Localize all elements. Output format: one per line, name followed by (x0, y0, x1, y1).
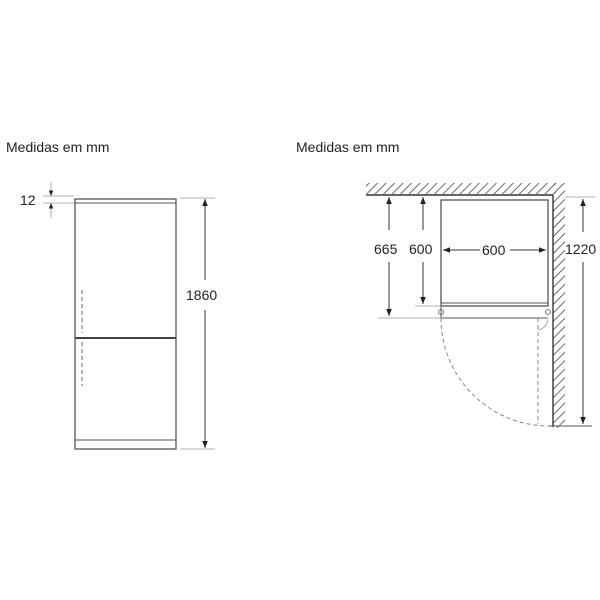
dim-depth: 600 (409, 241, 433, 257)
dim-top-gap: 12 (20, 192, 36, 208)
fridge-plan (440, 199, 549, 307)
dim-door-swing-clearance: 1220 (565, 241, 596, 257)
door-swing-arc (440, 317, 550, 427)
top-view: 665 600 600 1220 (366, 183, 596, 428)
right-view-title: Medidas em mm (296, 139, 400, 155)
back-wall-hatch (366, 183, 556, 194)
fridge-body (74, 198, 177, 450)
dim-depth-with-door: 665 (374, 241, 398, 257)
side-wall-hatch (553, 183, 565, 428)
left-view-title: Medidas em mm (6, 139, 110, 155)
dim-width: 600 (482, 242, 506, 258)
front-view: 12 1860 (20, 182, 217, 450)
dim-height: 1860 (186, 287, 217, 303)
